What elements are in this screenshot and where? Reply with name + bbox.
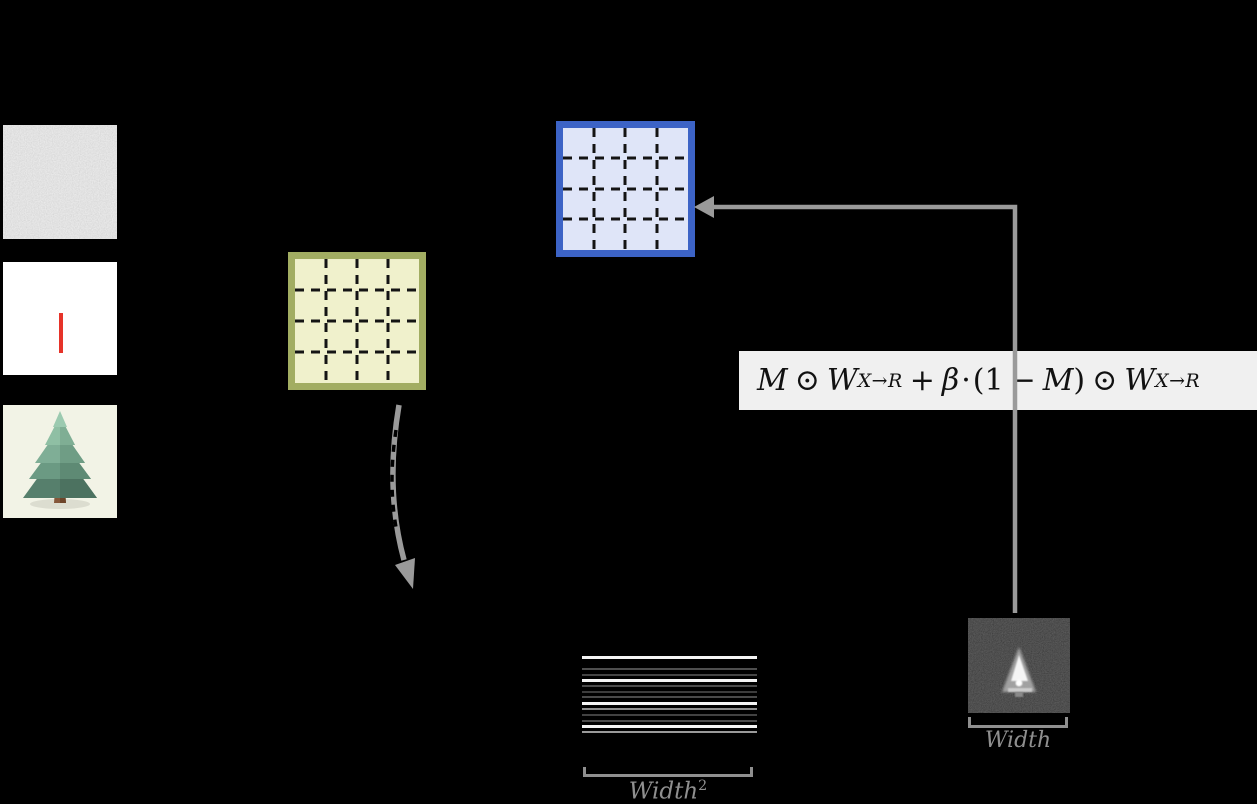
- stripe-line: [582, 685, 757, 687]
- stripe-line: [582, 713, 757, 716]
- stripe-line: [582, 719, 757, 722]
- stripe-line: [582, 696, 757, 698]
- paren-close: ): [1073, 363, 1086, 398]
- pine-tree-illustration: [23, 411, 97, 509]
- feedback-arrowhead: [694, 196, 714, 218]
- mask-grid-input: [288, 252, 426, 390]
- noise-input-image: [3, 125, 117, 239]
- red-vertical-stroke: [59, 313, 63, 353]
- dashed-grid-lines: [563, 128, 688, 250]
- formula-token: M: [757, 363, 788, 398]
- curved-arrowhead: [395, 558, 415, 589]
- odot-operator: ⊙: [794, 363, 820, 398]
- width-bracket: [968, 717, 1068, 728]
- feedback-arrow-line: [713, 204, 1018, 613]
- cdot-operator: ·: [961, 363, 971, 398]
- formula-subscript: X→R: [1155, 369, 1201, 392]
- formula-token: M: [1042, 363, 1074, 398]
- curved-arrow-line: [390, 404, 407, 561]
- odot-operator: ⊙: [1092, 363, 1118, 398]
- stripe-line: [582, 725, 757, 728]
- formula-token: W: [826, 363, 858, 398]
- stripe-line: [582, 656, 757, 659]
- width-squared-exponent: 2: [698, 778, 708, 794]
- beta-symbol: β: [941, 363, 960, 398]
- formula-subscript: X→R: [857, 369, 903, 392]
- stripe-line: [582, 690, 757, 693]
- stroke-input-image: [3, 262, 117, 375]
- width-squared-label: Width2: [583, 778, 753, 804]
- mask-grid-output: [556, 121, 695, 257]
- stripe-line: [582, 702, 757, 705]
- width-squared-base: Width: [628, 778, 699, 804]
- tree-input-image: [3, 405, 117, 518]
- stripe-block: [582, 656, 757, 734]
- stripe-line: [582, 708, 757, 710]
- formula-token: 1: [984, 363, 1004, 398]
- minus-operator: −: [1010, 363, 1036, 398]
- width-label: Width: [984, 728, 1052, 753]
- formula-token: W: [1124, 363, 1156, 398]
- noise-texture: [3, 125, 117, 239]
- stripe-line: [582, 730, 757, 733]
- dark-spectrum-graphic: [968, 618, 1070, 713]
- plus-operator: +: [909, 363, 935, 398]
- curved-arrow-dashes: [390, 429, 399, 534]
- paren-open: (: [972, 363, 985, 398]
- dashed-grid-lines: [295, 259, 419, 383]
- stripe-line: [582, 668, 757, 670]
- stripe-line: [582, 679, 757, 682]
- width-squared-bracket: [583, 767, 753, 777]
- spectrum-image: [968, 618, 1070, 713]
- stripe-line: [582, 673, 757, 676]
